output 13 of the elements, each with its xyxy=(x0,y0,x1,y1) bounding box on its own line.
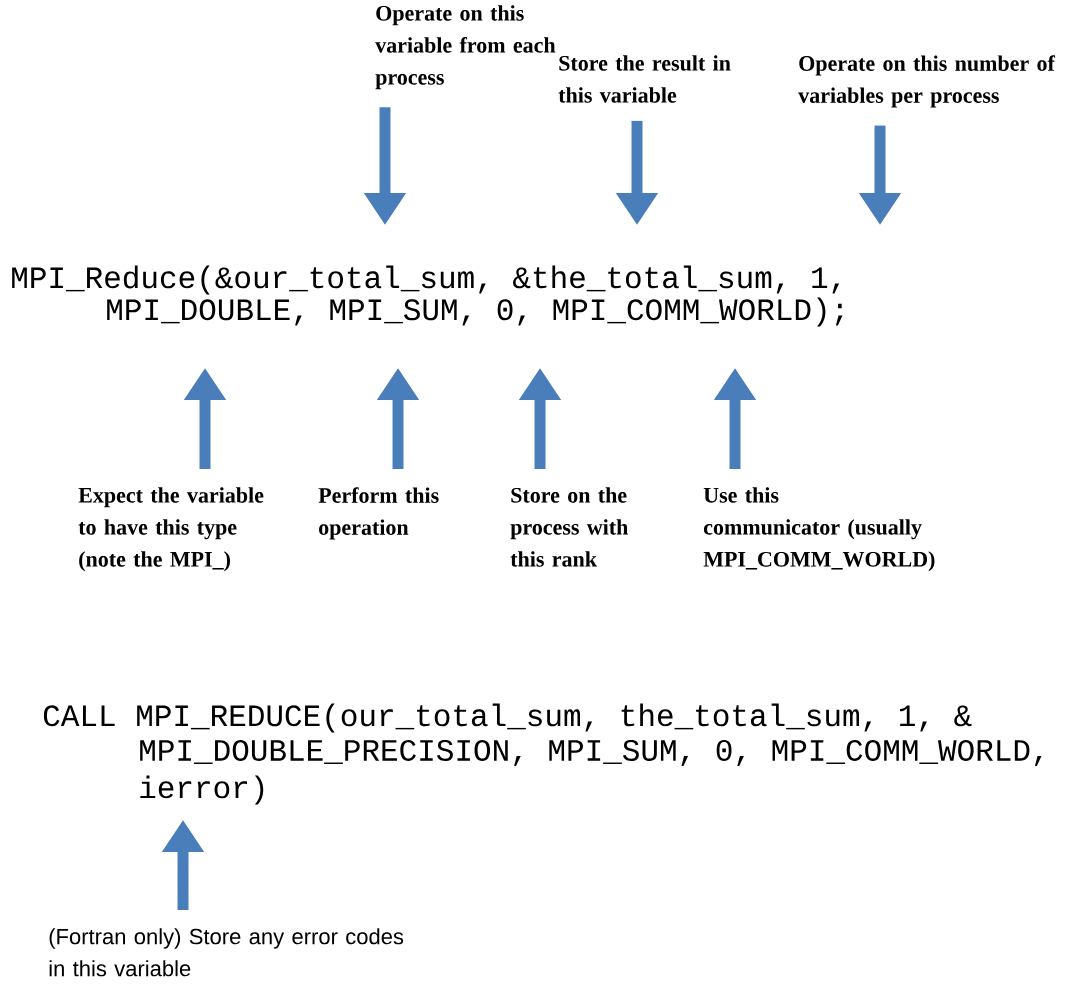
annotation-text: Operate on this variable from each process xyxy=(375,5,556,90)
annotation-text: Expect the variable to have this type (note the MPI_) xyxy=(78,487,264,572)
code-line: CALL MPI_REDUCE(our_total_sum, the_total_sum, 1, & xyxy=(43,703,972,733)
annotation-text: Operate on this number of variables per process xyxy=(798,55,1056,108)
code-line: MPI_Reduce(&our_total_sum, &the_total_sum, 1, xyxy=(12,265,840,295)
code-line: MPI_DOUBLE_PRECISION, MPI_SUM, 0, MPI_COMM_WORLD, xyxy=(140,739,1042,767)
code-line: MPI_DOUBLE, MPI_SUM, 0, MPI_COMM_WORLD); xyxy=(107,297,843,327)
annotation-text: (Fortran only) Store any error codes in this variable xyxy=(49,928,404,977)
annotation-text: Store on the process with this rank xyxy=(510,487,628,567)
annotation-text: Use this communicator (usually MPI_COMM_WORLD) xyxy=(703,487,935,572)
annotation-text: Perform this operation xyxy=(318,487,439,540)
code-line: ierror) xyxy=(140,775,264,805)
annotation-text: Store the result in this variable xyxy=(558,55,731,103)
